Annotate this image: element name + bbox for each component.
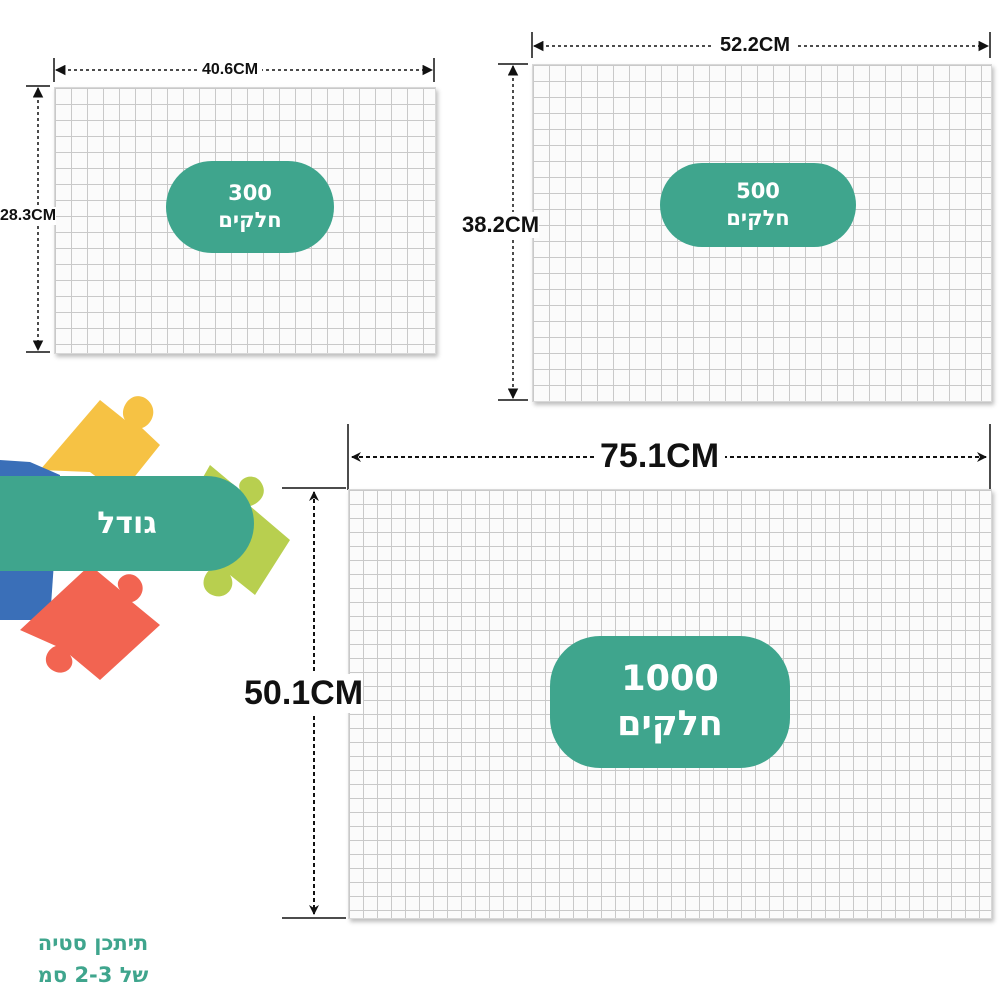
width-label-1000: 75.1CM — [594, 437, 726, 476]
pieces-label: חלקים — [617, 704, 723, 744]
pieces-count: 300 — [228, 180, 272, 205]
deviation-note: תיתכן סטיה של 2-3 סמ — [8, 928, 178, 991]
note-line-2: של 2-3 סמ — [37, 962, 149, 987]
pieces-badge-500: 500 חלקים — [660, 163, 856, 247]
height-label-500: 38.2CM — [462, 212, 540, 238]
pieces-label: חלקים — [726, 206, 790, 230]
height-label-300: 28.3CM — [0, 207, 57, 225]
puzzle-500 — [532, 64, 992, 402]
pieces-label: חלקים — [218, 208, 282, 232]
size-badge: גודל — [0, 476, 254, 571]
pieces-badge-300: 300 חלקים — [166, 161, 334, 253]
pieces-count: 1000 — [621, 658, 719, 699]
pieces-count: 500 — [736, 178, 780, 203]
height-label-1000: 50.1CM — [244, 674, 364, 713]
width-label-500: 52.2CM — [714, 34, 797, 57]
pieces-badge-1000: 1000 חלקים — [550, 636, 790, 768]
note-line-1: תיתכן סטיה — [37, 931, 149, 955]
width-label-300: 40.6CM — [198, 61, 263, 79]
